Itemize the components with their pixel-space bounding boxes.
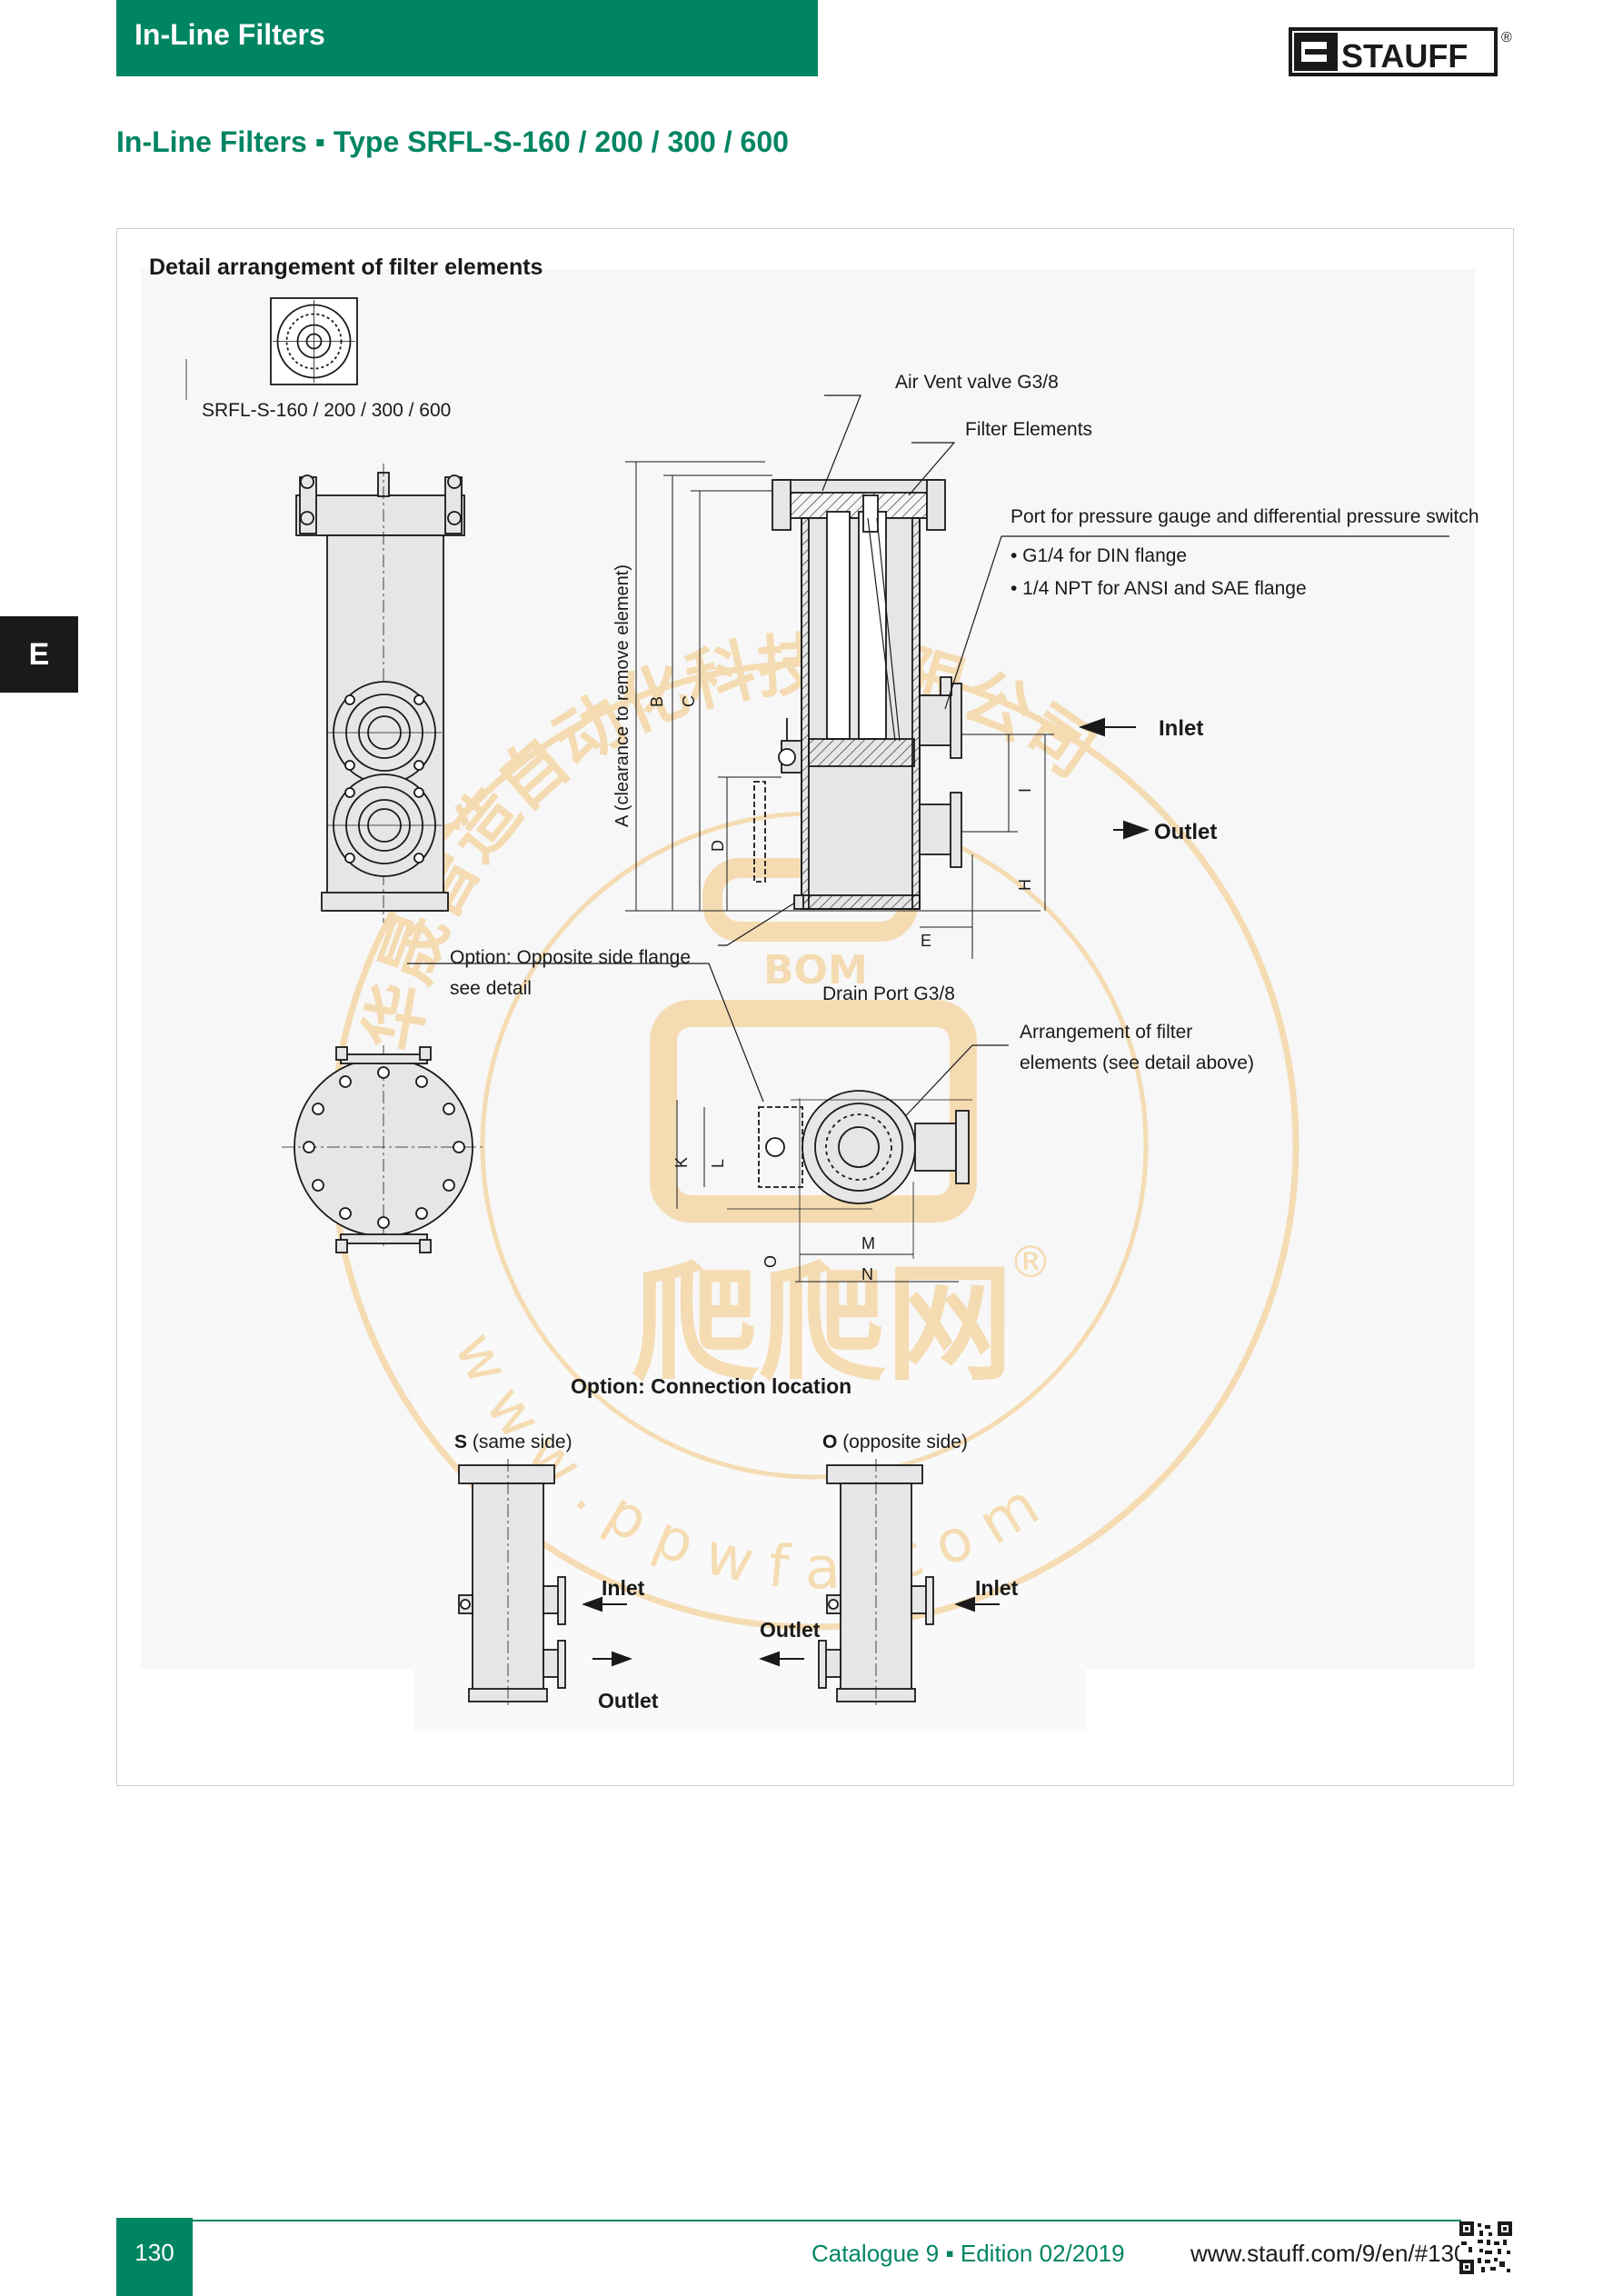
callout-port-bullet-2: • 1/4 NPT for ANSI and SAE flange xyxy=(1011,578,1307,599)
footer-divider xyxy=(193,2220,1461,2221)
qr-code-icon[interactable] xyxy=(1459,2221,1512,2274)
footer-page-number: 130 xyxy=(116,2218,193,2296)
callout-arrangement-1: Arrangement of filter xyxy=(1020,1022,1193,1043)
callout-port: Port for pressure gauge and differential… xyxy=(1011,506,1479,527)
inlet-arrow-icon xyxy=(1079,717,1105,737)
page-title: In-Line Filters ▪ Type SRFL-S-160 / 200 … xyxy=(116,125,789,158)
option-s-inlet-label: Inlet xyxy=(602,1576,645,1600)
callout-arrangement-2: elements (see detail above) xyxy=(1020,1053,1254,1073)
front-view xyxy=(295,464,465,923)
top-view-right xyxy=(676,1090,972,1283)
footer-url[interactable]: www.stauff.com/9/en/#130 xyxy=(1190,2240,1468,2267)
option-o-code: O xyxy=(822,1432,838,1452)
footer-catalogue: Catalogue 9 ▪ Edition 02/2019 xyxy=(812,2240,1125,2267)
logo-text: STAUFF xyxy=(1341,37,1468,75)
o-inlet-arrow-icon xyxy=(954,1596,975,1612)
dim-d: D xyxy=(709,840,727,852)
o-outlet-arrow-icon xyxy=(759,1651,780,1667)
stauff-logo: STAUFF ® xyxy=(1289,27,1512,76)
dim-c: C xyxy=(680,695,698,707)
dim-k: K xyxy=(672,1156,691,1168)
header-bar: In-Line Filters xyxy=(116,0,818,76)
watermark-bom: BOM xyxy=(763,947,868,993)
outlet-arrow-icon xyxy=(1123,820,1150,840)
dim-b: B xyxy=(648,695,666,707)
option-o-desc: (opposite side) xyxy=(842,1432,968,1452)
logo-registered: ® xyxy=(1501,30,1512,45)
s-outlet-arrow-icon xyxy=(612,1651,632,1667)
option-o-outlet-label: Outlet xyxy=(760,1618,821,1642)
watermark-brand: 爬爬网 xyxy=(632,1251,1013,1399)
callout-filter-elements: Filter Elements xyxy=(965,419,1093,440)
flow-arrows xyxy=(582,717,1150,1667)
option-o-drawing xyxy=(818,1459,934,1709)
dim-o: O xyxy=(762,1254,780,1268)
option-o-inlet-label: Inlet xyxy=(975,1576,1019,1600)
detail-element-arrangement xyxy=(185,297,358,400)
dim-i: I xyxy=(1016,787,1034,793)
option-s-outlet-label: Outlet xyxy=(598,1689,659,1712)
section-view xyxy=(407,394,1449,1128)
side-tab: E xyxy=(0,616,78,693)
option-s-desc: (same side) xyxy=(472,1432,573,1452)
option-o: O (opposite side) xyxy=(822,1432,968,1453)
callout-outlet: Outlet xyxy=(1154,820,1218,844)
watermark-registered: ® xyxy=(1009,1237,1052,1288)
dim-m: M xyxy=(861,1234,875,1253)
dim-n: N xyxy=(861,1265,873,1283)
header-section-title: In-Line Filters xyxy=(134,18,325,51)
options-title: Option: Connection location xyxy=(571,1374,852,1398)
option-s-drawing xyxy=(458,1459,566,1709)
callout-air-vent: Air Vent valve G3/8 xyxy=(895,372,1059,393)
model-label: SRFL-S-160 / 200 / 300 / 600 xyxy=(202,400,452,421)
callout-opposite-flange: Option: Opposite side flange xyxy=(450,947,692,968)
dim-l: L xyxy=(709,1158,727,1168)
callout-drain-port: Drain Port G3/8 xyxy=(822,983,955,1004)
callout-see-detail: see detail xyxy=(450,978,532,999)
top-view-left xyxy=(282,1045,486,1253)
s-inlet-arrow-icon xyxy=(582,1596,602,1612)
option-s: S (same side) xyxy=(454,1432,573,1453)
dim-h: H xyxy=(1016,879,1034,891)
callout-port-bullet-1: • G1/4 for DIN flange xyxy=(1011,545,1188,566)
dim-e: E xyxy=(921,932,932,950)
callout-inlet: Inlet xyxy=(1159,716,1204,741)
detail-title: Detail arrangement of filter elements xyxy=(149,255,543,280)
dim-a: A (clearance to remove element) xyxy=(612,564,632,827)
option-s-code: S xyxy=(454,1432,468,1452)
